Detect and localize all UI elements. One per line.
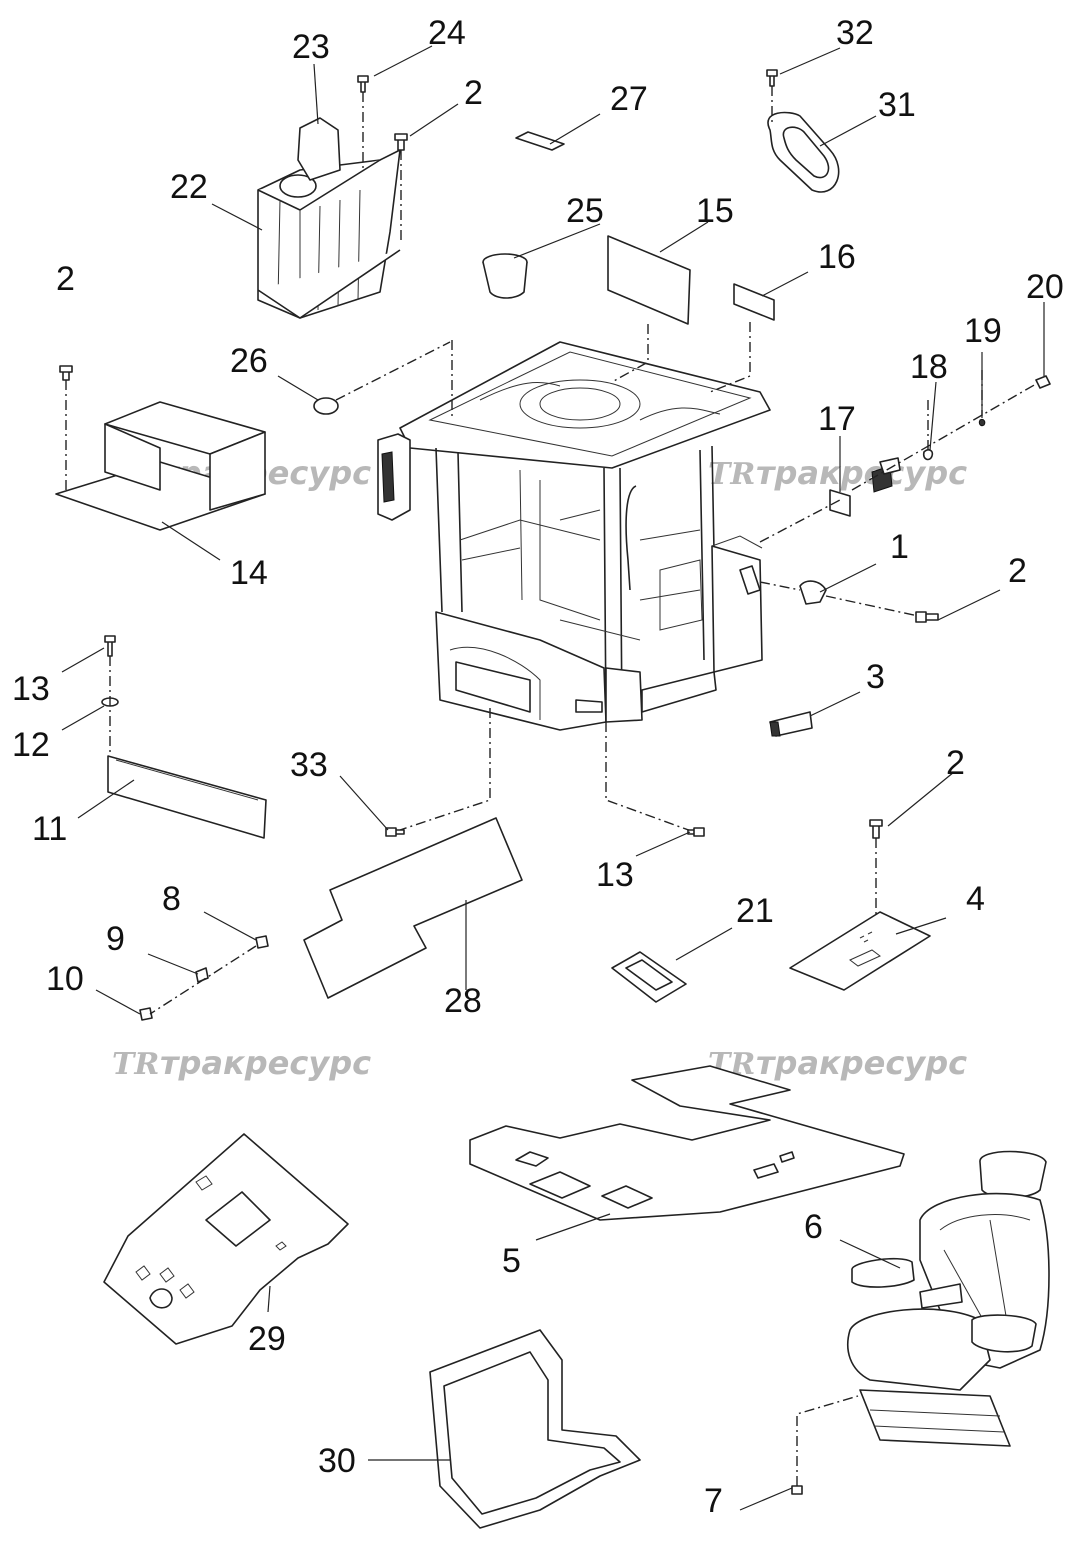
- leader-16: [709, 322, 751, 393]
- callout-9: 9: [106, 920, 125, 958]
- leader-lines: [61, 45, 1045, 1511]
- part-bracket-3: [769, 711, 813, 737]
- part-ring-26: [313, 341, 451, 415]
- part-cup-25: [482, 253, 528, 299]
- part-oval-frame-31: [767, 111, 840, 193]
- bolt-2-console: [394, 133, 408, 240]
- watermark-mid-right: TR тракресурс: [708, 1044, 967, 1082]
- callout-27: 27: [610, 80, 648, 118]
- callout-31: 31: [878, 86, 916, 124]
- part-seat-6: [847, 1150, 1050, 1447]
- bolt-2-handle: [915, 611, 939, 623]
- callout-1: 1: [890, 528, 909, 566]
- callout-5: 5: [502, 1242, 521, 1280]
- bolt-13-cab: [687, 827, 705, 837]
- bolt-2-plate: [869, 819, 883, 916]
- bolt-7: [791, 1395, 859, 1495]
- callout-20: 20: [1026, 268, 1064, 306]
- part-mat-28: [303, 817, 523, 999]
- part-handle-1: [739, 565, 919, 617]
- callout-16: 16: [818, 238, 856, 276]
- part-frame-30: [429, 1329, 641, 1529]
- callout-28: 28: [444, 982, 482, 1020]
- part-floor-mat-5: [469, 1065, 905, 1221]
- callout-24: 24: [428, 14, 466, 52]
- part-latch-18-20: [851, 370, 1051, 493]
- watermark-mid-left: TR тракресурс: [112, 1044, 371, 1082]
- callout-29: 29: [248, 1320, 286, 1358]
- bolt-2-tray: [59, 365, 73, 490]
- part-cab-frame: [377, 341, 771, 731]
- callout-21: 21: [736, 892, 774, 930]
- callout-4: 4: [966, 880, 985, 918]
- callout-13: 13: [596, 856, 634, 894]
- part-label-15: [607, 235, 691, 325]
- callout-6: 6: [804, 1208, 823, 1246]
- leader-13-cab: [605, 722, 695, 833]
- watermark-text: тракресурс: [756, 454, 967, 492]
- callout-30: 30: [318, 1442, 356, 1480]
- callout-7: 7: [704, 1482, 723, 1520]
- callout-2: 2: [464, 74, 483, 112]
- bolt-32: [766, 69, 778, 124]
- callout-17: 17: [818, 400, 856, 438]
- part-rail-11: [107, 755, 267, 839]
- callout-2: 2: [56, 260, 75, 298]
- bolt-24: [357, 75, 369, 170]
- callout-18: 18: [910, 348, 948, 386]
- part-bolt-assembly-8-10: [139, 935, 269, 1021]
- part-label-16: [733, 283, 775, 321]
- callout-32: 32: [836, 14, 874, 52]
- callout-labels: 1 2 2 2 2 3 4 5 6 7 8 9 10 11 12 13 13 1…: [12, 14, 1064, 1520]
- callout-25: 25: [566, 192, 604, 230]
- callout-26: 26: [230, 342, 268, 380]
- part-gasket-21: [611, 951, 687, 1003]
- callout-22: 22: [170, 168, 208, 206]
- watermark-logo: TR: [708, 457, 755, 492]
- watermark-text: тракресурс: [160, 1044, 371, 1082]
- callout-11: 11: [32, 810, 67, 848]
- callout-33: 33: [290, 746, 328, 784]
- watermark-text: тракресурс: [756, 1044, 967, 1082]
- callout-14: 14: [230, 554, 268, 592]
- callout-13: 13: [12, 670, 50, 708]
- watermark-top-right: TR тракресурс: [708, 454, 967, 492]
- callout-2: 2: [946, 744, 965, 782]
- part-strip-27: [515, 131, 565, 151]
- part-mat-29: [103, 1133, 349, 1345]
- callout-15: 15: [696, 192, 734, 230]
- part-latch-17: [759, 489, 851, 543]
- watermark-logo: TR: [112, 1047, 159, 1082]
- bolt-13-left: [104, 635, 116, 756]
- callout-3: 3: [866, 658, 885, 696]
- callout-19: 19: [964, 312, 1002, 350]
- leader-33: [399, 708, 491, 831]
- callout-12: 12: [12, 726, 50, 764]
- part-console-box: [257, 117, 401, 319]
- leader-15: [611, 324, 649, 383]
- callout-10: 10: [46, 960, 84, 998]
- part-tray-14: [55, 401, 266, 531]
- bolt-33: [385, 827, 405, 837]
- callout-23: 23: [292, 28, 330, 66]
- callout-8: 8: [162, 880, 181, 918]
- callout-2: 2: [1008, 552, 1027, 590]
- part-plate-4: [789, 911, 931, 991]
